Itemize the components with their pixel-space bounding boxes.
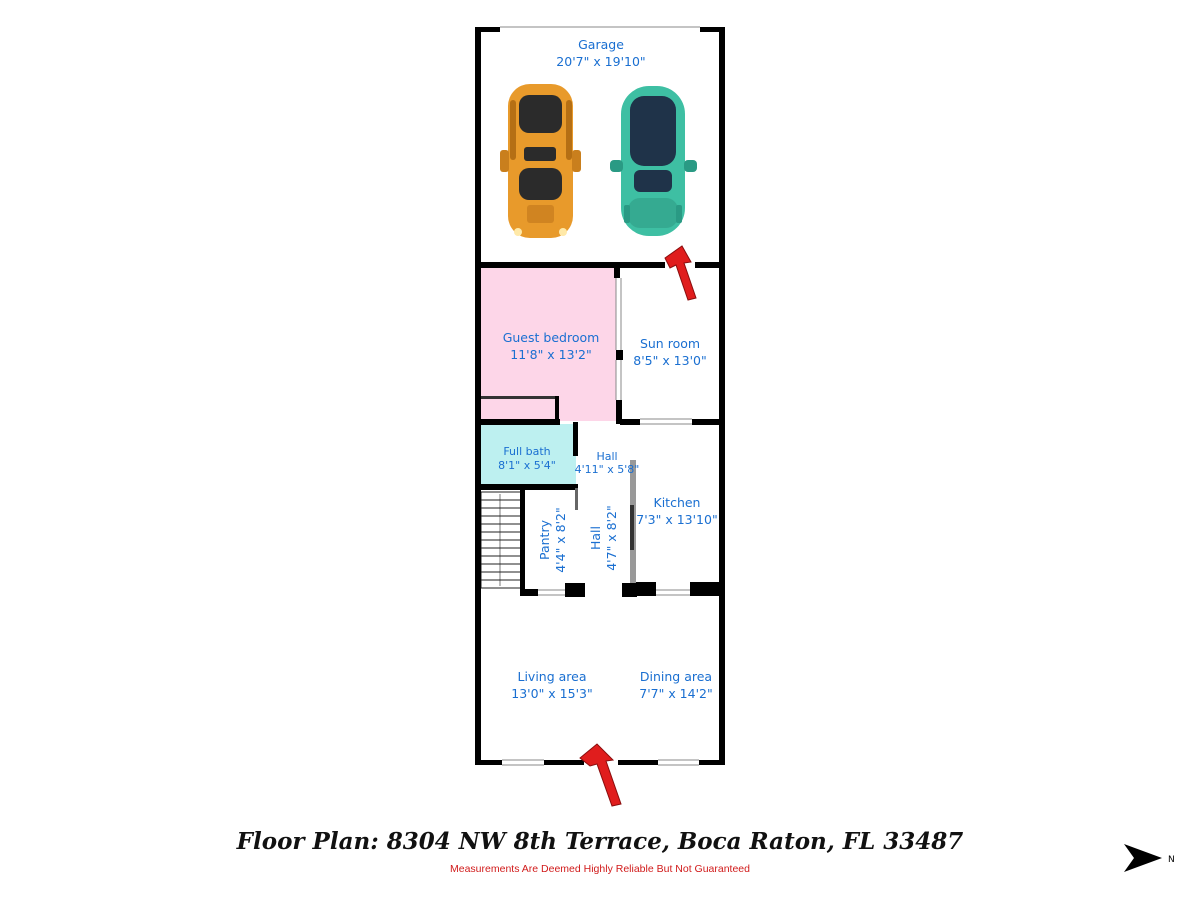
- room-pantry: Pantry 4'4" x 8'2": [537, 507, 568, 573]
- entry-arrow-icon: [664, 245, 697, 301]
- guest-bedroom-fill: [481, 267, 616, 421]
- floor-plan-title: Floor Plan: 8304 NW 8th Terrace, Boca Ra…: [236, 828, 964, 855]
- room-name: Hall: [588, 526, 603, 550]
- room-size: 11'8" x 13'2": [510, 347, 591, 362]
- walls: [475, 27, 725, 765]
- room-dining-area: Dining area 7'7" x 14'2": [639, 669, 712, 701]
- room-name: Full bath: [503, 445, 550, 458]
- room-kitchen: Kitchen 7'3" x 13'10": [636, 495, 717, 527]
- entry-arrow-icon: [579, 743, 622, 807]
- windows: [500, 26, 700, 766]
- room-garage: Garage 20'7" x 19'10": [556, 37, 645, 69]
- room-living-area: Living area 13'0" x 15'3": [511, 669, 592, 701]
- room-guest-bedroom: Guest bedroom 11'8" x 13'2": [503, 330, 600, 362]
- car-icon: [500, 84, 581, 238]
- room-name: Guest bedroom: [503, 330, 600, 345]
- room-name: Hall: [596, 450, 617, 463]
- room-full-bath: Full bath 8'1" x 5'4": [498, 445, 556, 472]
- full-bath-fill: [481, 424, 576, 485]
- compass-north-icon: N: [1124, 844, 1175, 872]
- room-name: Pantry: [537, 519, 552, 560]
- room-size: 20'7" x 19'10": [556, 54, 645, 69]
- room-size: 8'5" x 13'0": [633, 353, 706, 368]
- room-hall-upper: Hall 4'11" x 5'8": [575, 450, 640, 476]
- north-label: N: [1168, 855, 1175, 865]
- room-size: 13'0" x 15'3": [511, 686, 592, 701]
- room-name: Kitchen: [654, 495, 701, 510]
- room-size: 4'4" x 8'2": [553, 507, 568, 573]
- stairs-icon: [480, 491, 522, 589]
- room-size: 4'11" x 5'8": [575, 463, 640, 476]
- room-hall-lower: Hall 4'7" x 8'2": [588, 505, 619, 571]
- room-name: Living area: [517, 669, 586, 684]
- room-size: 7'7" x 14'2": [639, 686, 712, 701]
- room-size: 8'1" x 5'4": [498, 459, 556, 472]
- room-size: 4'7" x 8'2": [604, 505, 619, 571]
- room-name: Sun room: [640, 336, 700, 351]
- car-icon: [610, 86, 697, 236]
- room-size: 7'3" x 13'10": [636, 512, 717, 527]
- room-sun-room: Sun room 8'5" x 13'0": [633, 336, 706, 368]
- disclaimer-text: Measurements Are Deemed Highly Reliable …: [450, 863, 750, 875]
- room-name: Garage: [578, 37, 624, 52]
- room-name: Dining area: [640, 669, 712, 684]
